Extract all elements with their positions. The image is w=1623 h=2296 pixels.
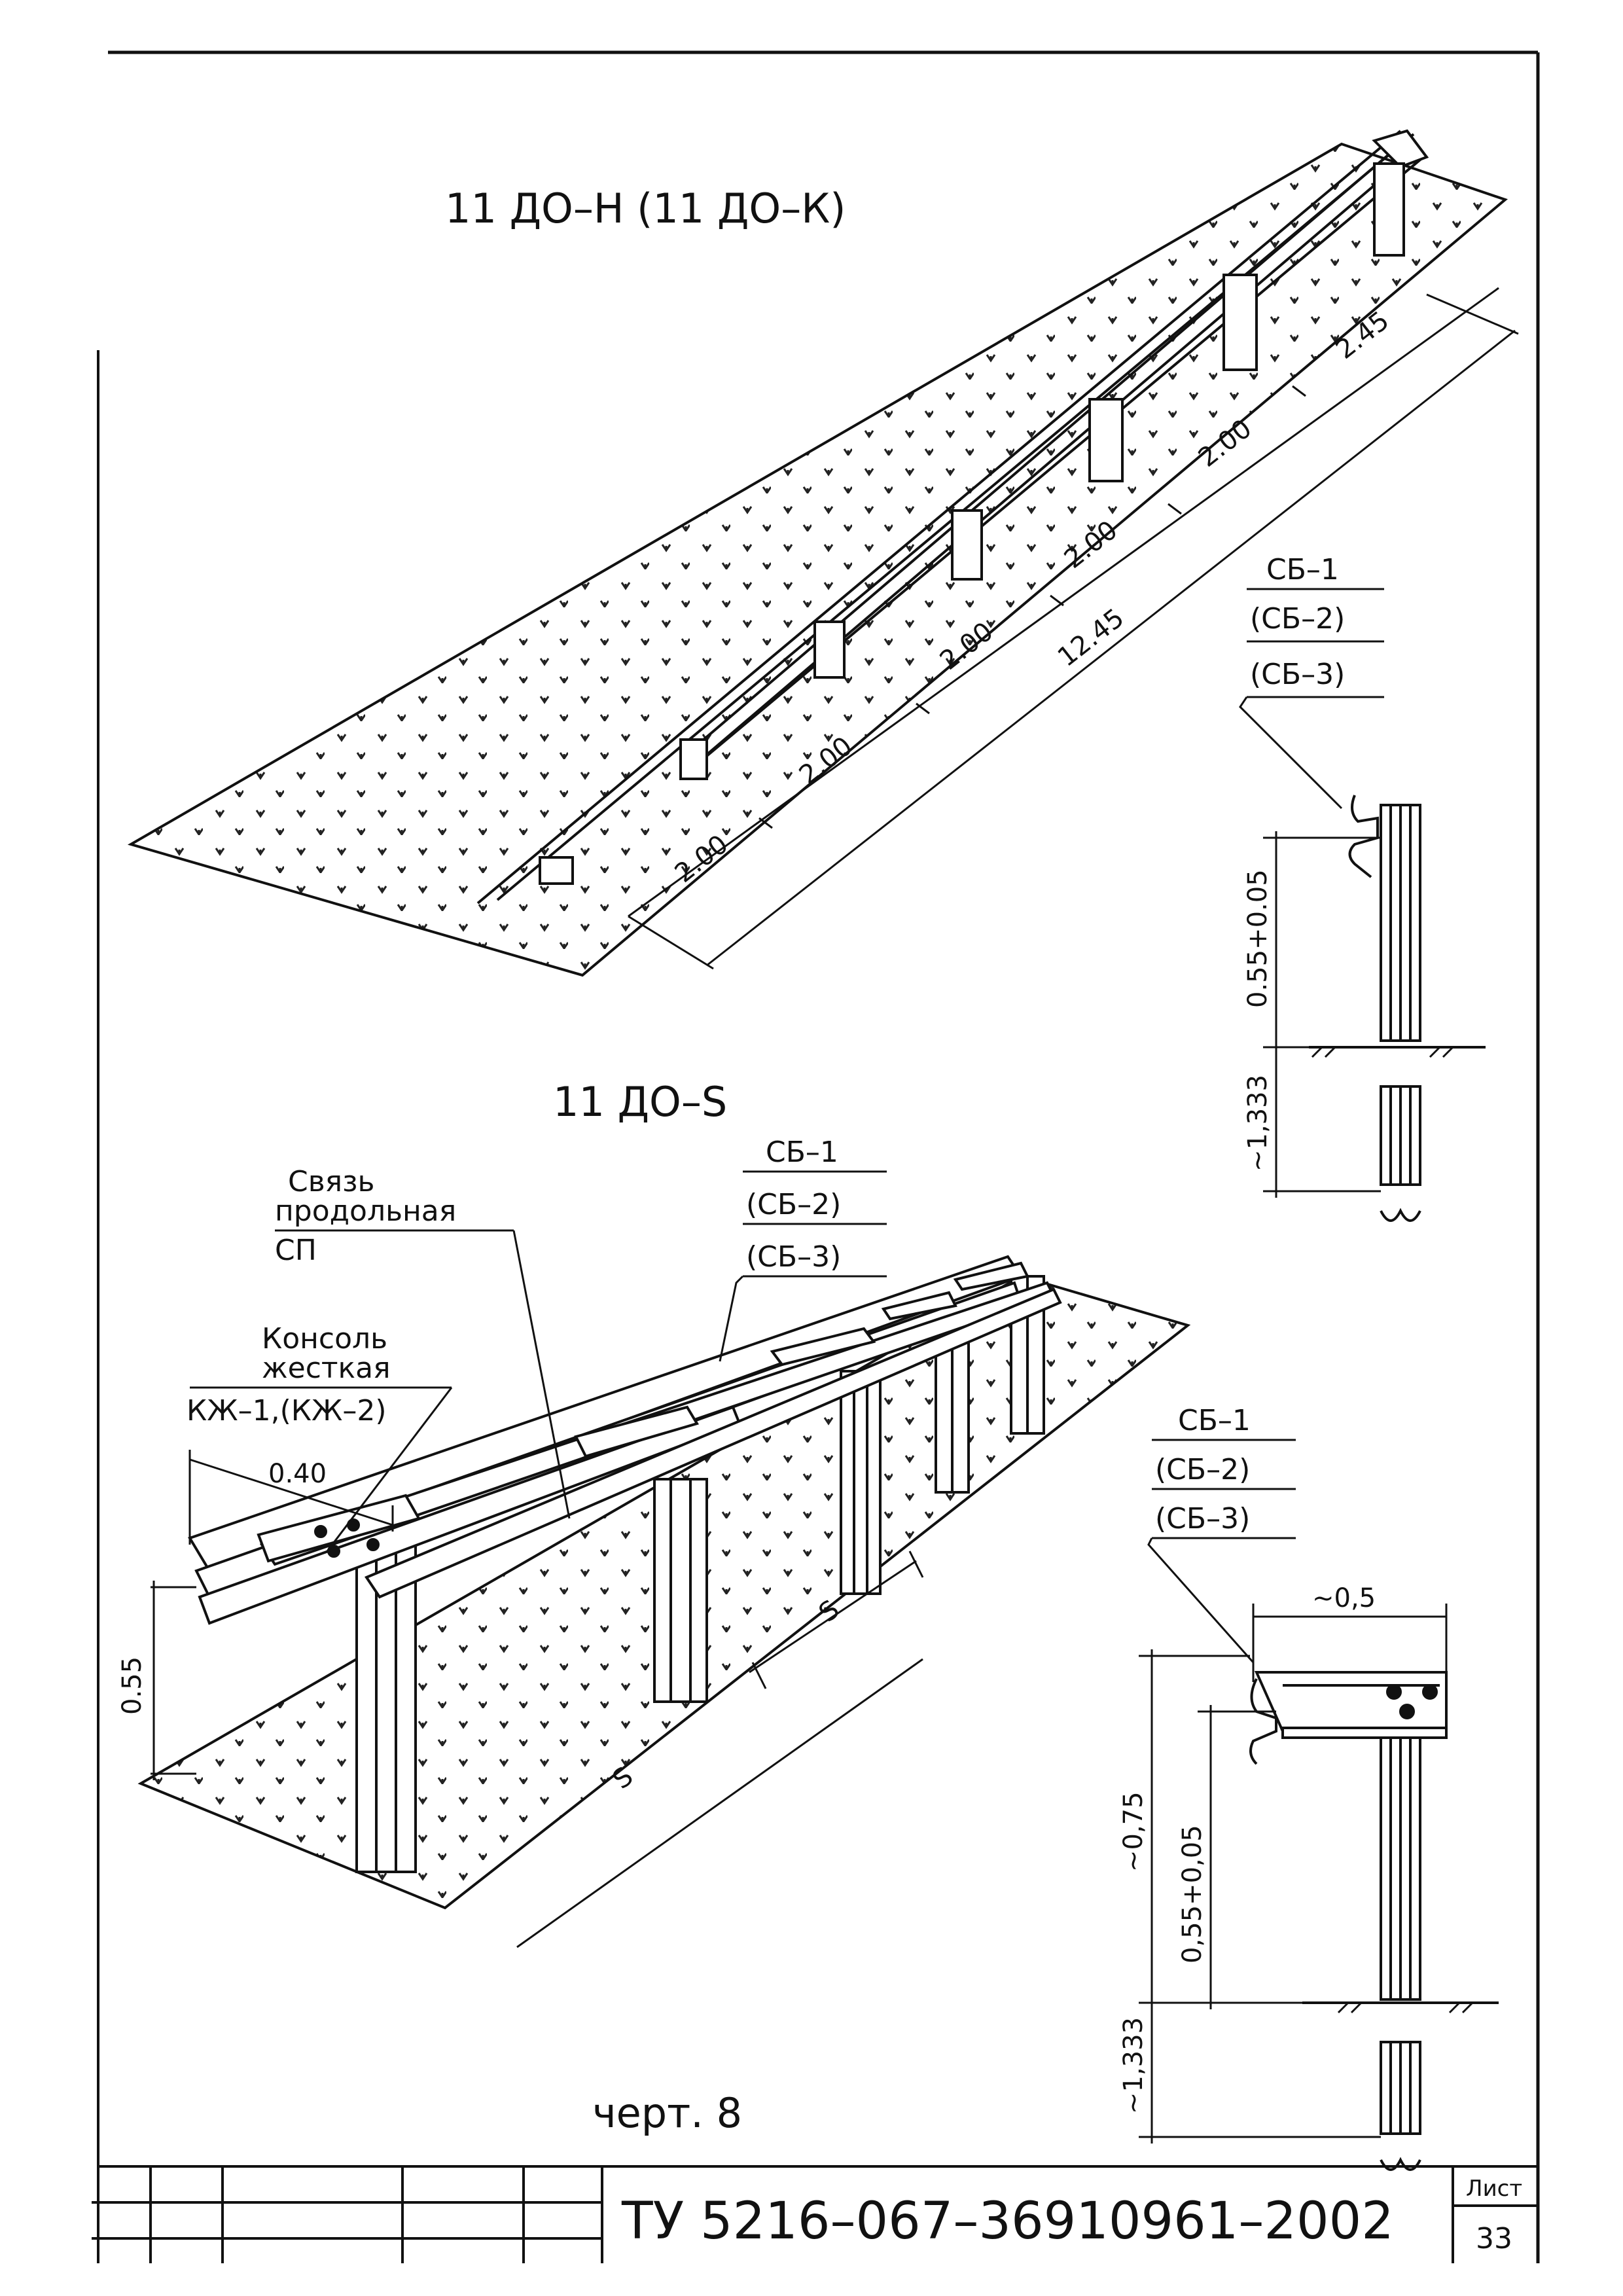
section-top-drawing (1263, 795, 1486, 1222)
title-block-sheet-number: 33 (1476, 2222, 1512, 2255)
section-bottom-label-alt2: (СБ–3) (1155, 1502, 1250, 1535)
bottom-view-title: 11 ДО–S (553, 1078, 727, 1126)
section-bottom-depth: ~1,333 (1118, 2017, 1149, 2114)
top-view-title: 11 ДО–Н (11 ДО–К) (445, 185, 846, 232)
section-bottom-labels: СБ–1 (СБ–2) (СБ–3) (1147, 1404, 1296, 1663)
section-top-depth: ~1,333 (1243, 1075, 1273, 1172)
drawing-caption: черт. 8 (592, 2089, 742, 2137)
bottom-beam-main: СБ–1 (766, 1136, 838, 1169)
section-top-label-main: СБ–1 (1266, 553, 1339, 586)
section-top-label-alt1: (СБ–2) (1250, 602, 1345, 636)
bottom-view-tie-label: Связь продольная СП (275, 1165, 571, 1519)
tie-line1: Связь (288, 1165, 374, 1198)
bottom-dim-offset: 0.40 (268, 1459, 327, 1489)
top-view-ground (127, 142, 1508, 977)
tie-line2: продольная (275, 1194, 456, 1228)
title-block-grid (92, 2165, 1538, 2263)
top-dim-total: 12.45 (1052, 603, 1130, 673)
section-bottom-drawing (1139, 1604, 1499, 2171)
section-bottom-height-total: ~0,75 (1118, 1791, 1149, 1872)
title-block-sheet-label: Лист (1466, 2176, 1522, 2202)
title-block-doc-code: ТУ 5216–067–36910961–2002 (621, 2192, 1394, 2251)
section-bottom-height: 0,55+0,05 (1177, 1825, 1207, 1964)
section-top-labels: СБ–1 (СБ–2) (СБ–3) (1239, 553, 1384, 810)
top-view-posts (539, 162, 1405, 885)
bottom-beam-alt2: (СБ–3) (746, 1240, 841, 1274)
bottom-view-beam-label: СБ–1 (СБ–2) (СБ–3) (719, 1136, 887, 1362)
console-line2: жесткая (262, 1352, 391, 1385)
bottom-view-guardrail-beam (188, 1255, 1062, 1625)
section-bottom-label-alt1: (СБ–2) (1155, 1453, 1250, 1486)
console-code: КЖ–1,(КЖ–2) (187, 1394, 387, 1427)
section-top-label-alt2: (СБ–3) (1250, 658, 1345, 691)
bottom-dim-height: 0.55 (117, 1657, 147, 1715)
bottom-view-console-label: Консоль жесткая КЖ–1,(КЖ–2) (187, 1322, 453, 1552)
section-top-height: 0.55+0.05 (1243, 869, 1273, 1008)
console-line1: Консоль (262, 1322, 387, 1355)
top-view-dimension-lines (628, 287, 1519, 970)
sheet-frame (97, 50, 1540, 2263)
section-bottom-width: ~0,5 (1312, 1583, 1376, 1613)
tie-code: СП (275, 1234, 317, 1267)
bottom-view-dimension-lines (151, 1450, 924, 1948)
bottom-beam-alt1: (СБ–2) (746, 1188, 841, 1221)
section-bottom-label-main: СБ–1 (1178, 1404, 1251, 1437)
